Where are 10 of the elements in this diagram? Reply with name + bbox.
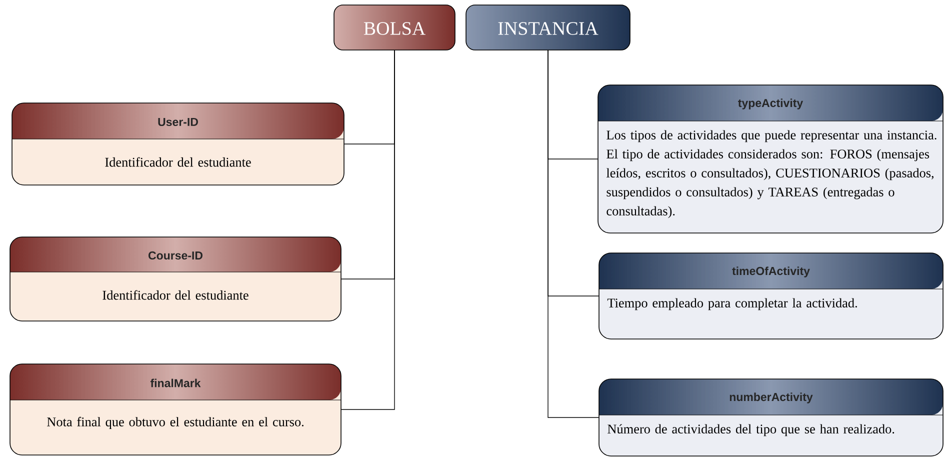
title-box: INSTANCIA (466, 4, 630, 50)
attribute-card: finalMark Nota final que obtuvo el estudiante en el curso. (10, 364, 342, 456)
connector-line (548, 50, 600, 418)
title-box: BOLSA (334, 4, 456, 50)
attribute-card: numberActivity Número de actividades del tipo que se han realizado. (598, 378, 944, 456)
attribute-card: timeOfActivity Tiempo empleado para completar la actividad. (598, 252, 944, 340)
attribute-card: Course-ID Identificador del estudiante (10, 236, 342, 322)
attribute-card: User-ID Identificador del estudiante (12, 102, 344, 186)
attribute-card: typeActivity Los tipos de actividades que puede representar una instancia. El tipo de actividades considerados son: FOROS (mensajes leídos, escritos o consultados), CUESTIONARIOS (pasados, suspendidos o consultados) y TAREAS (entregadas o consultadas). (598, 84, 944, 234)
connector-line (340, 50, 395, 410)
